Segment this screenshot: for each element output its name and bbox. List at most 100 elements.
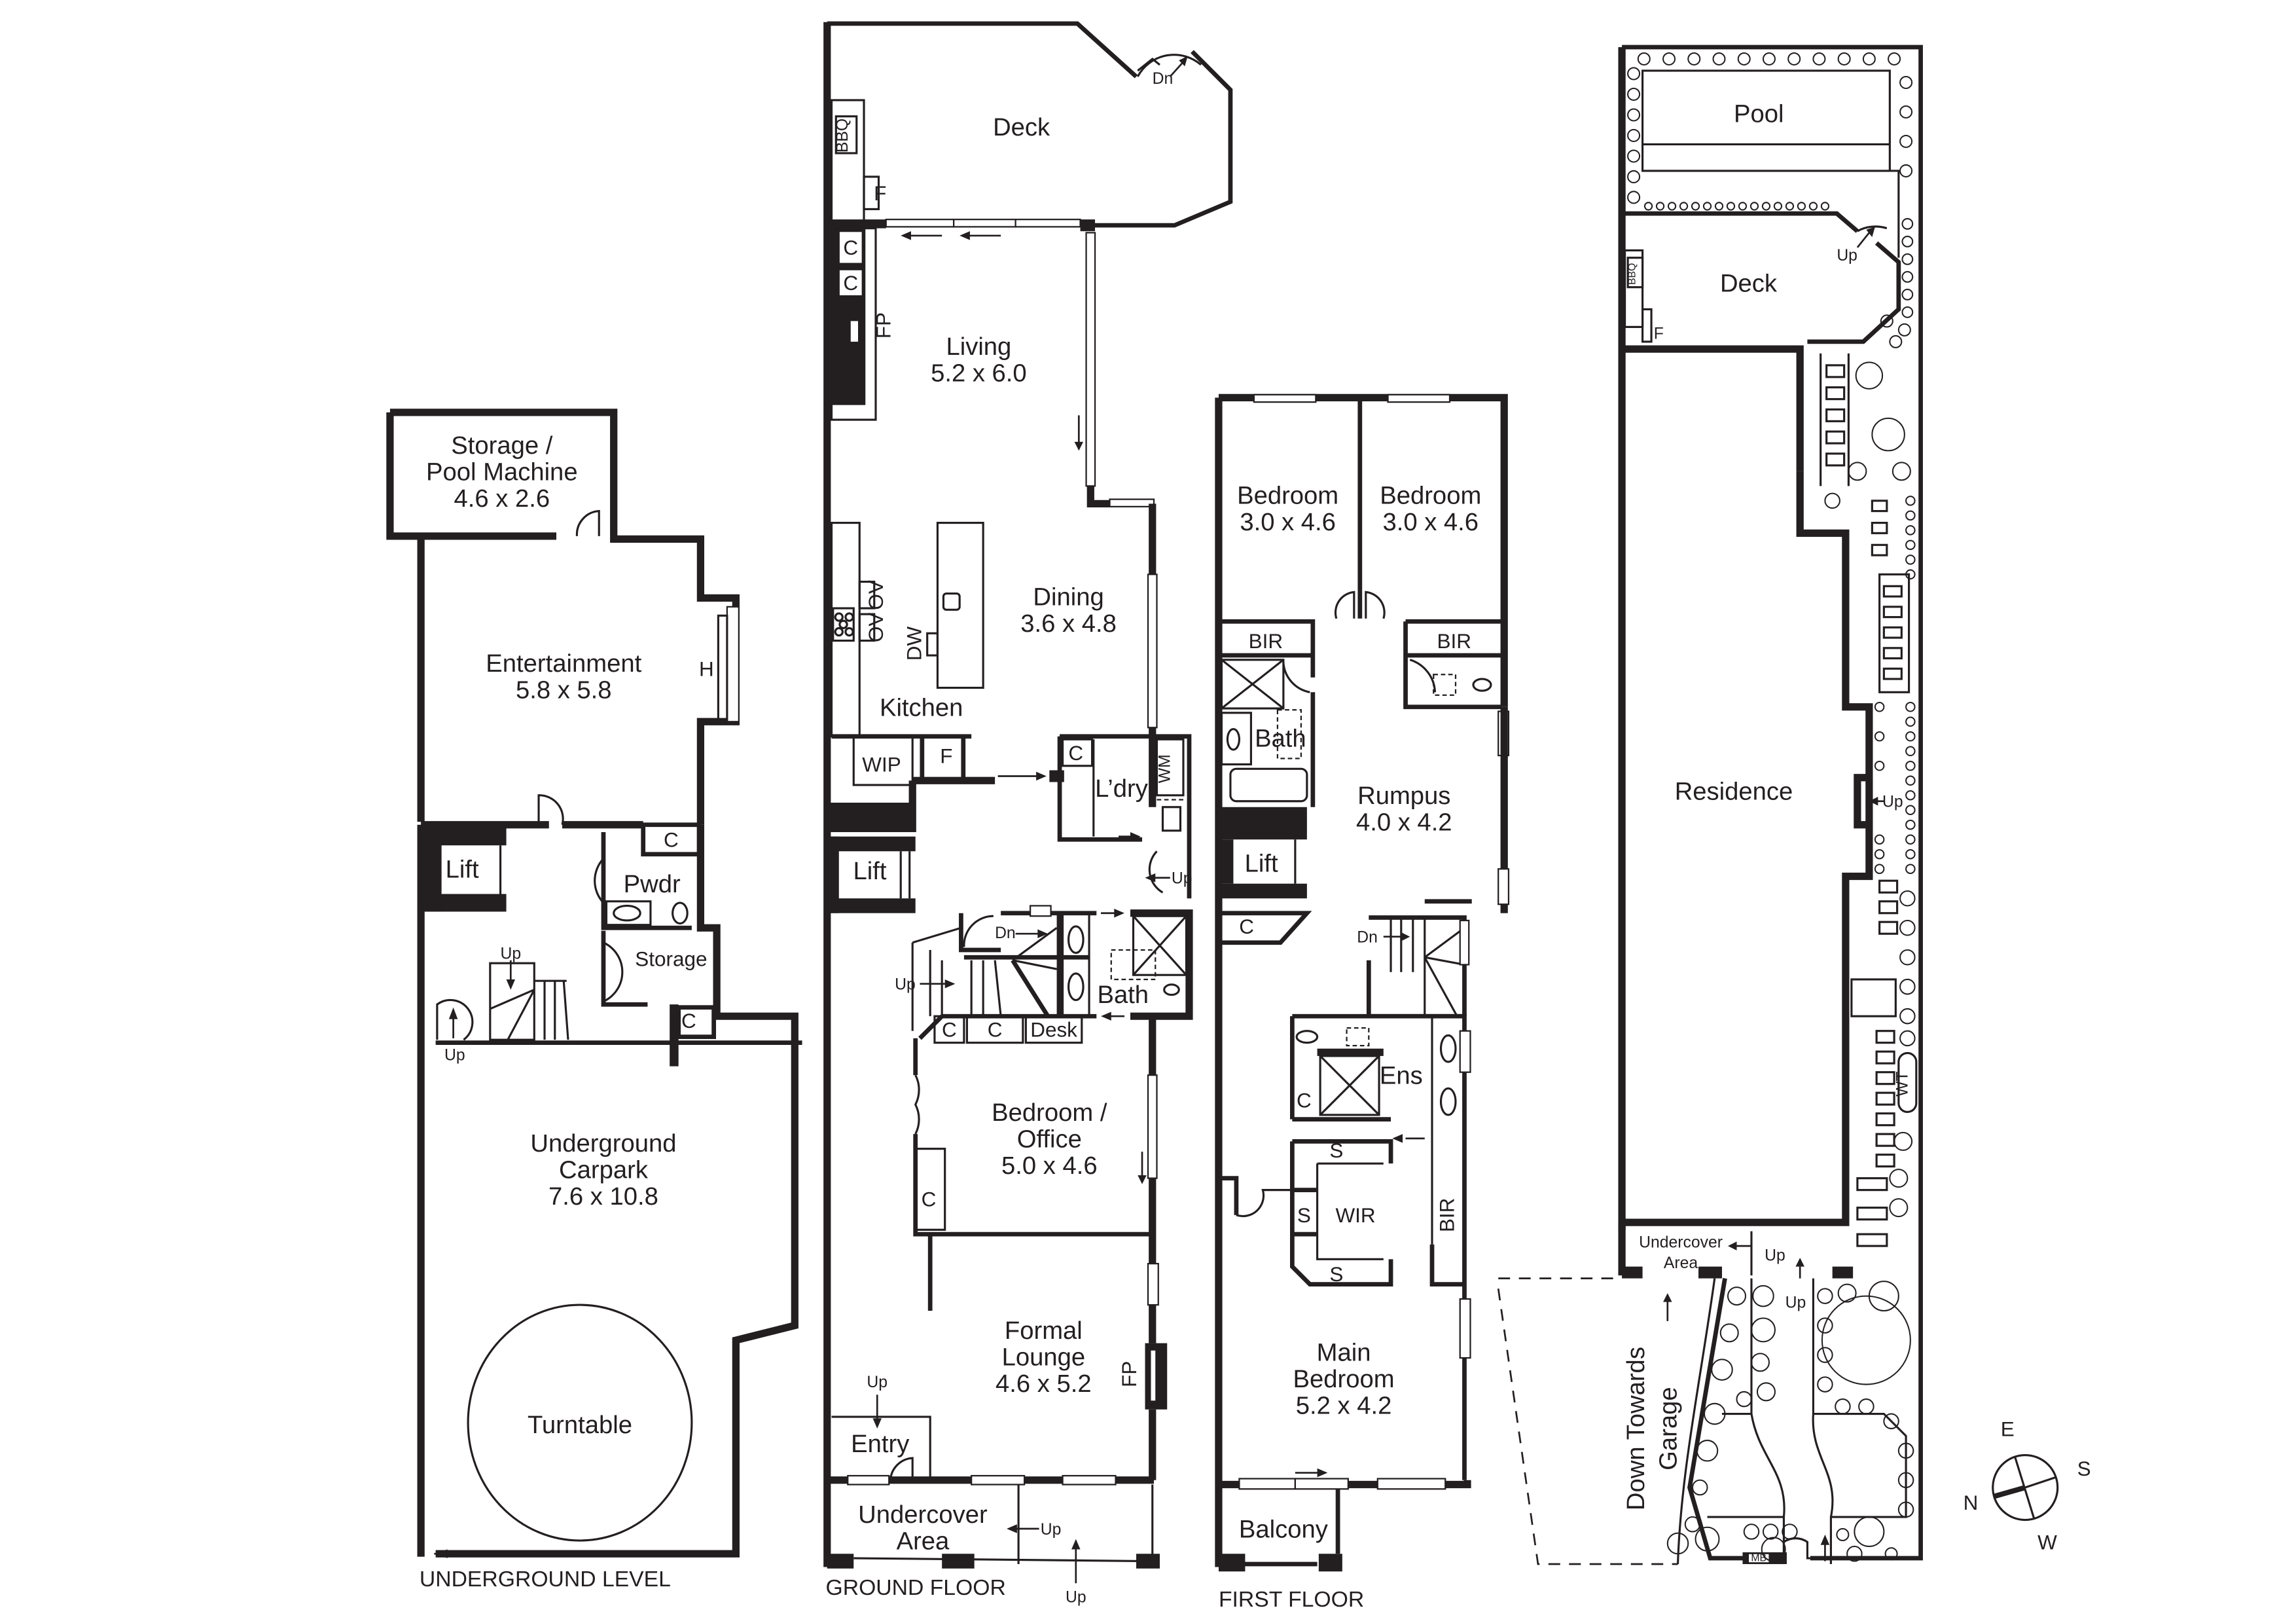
compass-east: E xyxy=(2001,1417,2015,1440)
fridge-label: F xyxy=(940,744,952,767)
room-kitchen: Kitchen xyxy=(880,693,963,721)
room-carpark-line1: Underground xyxy=(530,1129,676,1158)
room-dining: Dining xyxy=(1033,583,1103,611)
stair-down-label: Dn xyxy=(995,924,1016,942)
room-bir-main: BIR xyxy=(1436,1198,1459,1232)
room-carpark-dims: 7.6 x 10.8 xyxy=(548,1182,658,1211)
shelf-label: S xyxy=(1329,1139,1343,1162)
cupboard-label: C xyxy=(942,1019,957,1042)
room-entry: Entry xyxy=(851,1430,910,1458)
level-caption-ground: GROUND FLOOR xyxy=(826,1575,1006,1600)
site-plan-labels: Pool Up Deck BBQ F Residence Up WT Under… xyxy=(1622,100,1912,1564)
oven-label: OV xyxy=(865,613,888,642)
first-floor xyxy=(1215,393,1510,1572)
cupboard-label: C xyxy=(1068,742,1083,765)
room-formal-lounge-line1: Formal xyxy=(1005,1317,1083,1345)
room-entertainment: Entertainment xyxy=(486,649,641,678)
fridge-label: F xyxy=(1654,325,1664,342)
room-lift: Lift xyxy=(446,856,479,884)
room-rumpus: Rumpus xyxy=(1357,782,1450,810)
room-entertainment-dims: 5.8 x 5.8 xyxy=(516,676,612,704)
room-bedroom-1-dims: 3.0 x 4.6 xyxy=(1240,508,1336,536)
room-living-dims: 5.2 x 6.0 xyxy=(931,359,1027,388)
washing-machine-label: WM xyxy=(1157,754,1174,783)
room-ens: Ens xyxy=(1380,1062,1423,1090)
area-undercover-line1: Undercover xyxy=(1639,1233,1723,1251)
room-bath: Bath xyxy=(1097,981,1149,1009)
room-bedroom-2: Bedroom xyxy=(1380,481,1481,509)
stair-up-label: Up xyxy=(867,1374,888,1391)
room-undercover-line1: Undercover xyxy=(858,1501,988,1529)
room-formal-lounge-line2: Lounge xyxy=(1002,1343,1086,1371)
ground-floor-labels: Deck Dn BBQ F C C FP Living 5.2 x 6.0 Di… xyxy=(826,70,1193,1606)
fireplace-label: FP xyxy=(872,312,895,338)
stair-up-label: Up xyxy=(1172,870,1193,888)
fridge-label: F xyxy=(874,182,886,205)
compass-west: W xyxy=(2037,1531,2057,1554)
stair-up-label: Up xyxy=(1041,1521,1062,1539)
stair-down-label: Dn xyxy=(1357,929,1378,947)
level-caption-first: FIRST FLOOR xyxy=(1219,1587,1364,1612)
stair-up-label: Up xyxy=(1785,1294,1806,1312)
room-wir: WIR xyxy=(1335,1204,1375,1227)
compass-icon: E S N W xyxy=(1964,1417,2091,1554)
room-main-bedroom-line1: Main xyxy=(1317,1339,1371,1367)
room-main-bedroom-line2: Bedroom xyxy=(1293,1365,1395,1393)
room-pwdr: Pwdr xyxy=(624,870,681,898)
room-dining-dims: 3.6 x 4.8 xyxy=(1020,610,1117,638)
bbq-label: BBQ xyxy=(834,119,852,153)
cupboard-label: C xyxy=(843,272,858,295)
area-deck: Deck xyxy=(1720,269,1778,297)
cupboard-label: C xyxy=(1297,1089,1312,1112)
room-storage-small: Storage xyxy=(635,948,707,971)
stair-up-label: Up xyxy=(1882,793,1903,811)
mailbox-label: MB xyxy=(1751,1553,1767,1564)
desk-label: Desk xyxy=(1030,1019,1077,1042)
shelf-label: S xyxy=(1297,1204,1311,1227)
room-laundry: L’dry xyxy=(1095,775,1149,803)
driveway-label-line2: Garage xyxy=(1654,1387,1682,1470)
stair-up-label: Up xyxy=(895,976,916,994)
room-bath: Bath xyxy=(1255,725,1306,753)
stair-up-label: Up xyxy=(1837,247,1857,264)
room-bedroom-2-dims: 3.0 x 4.6 xyxy=(1382,508,1479,536)
room-bedroom-office-dims: 5.0 x 4.6 xyxy=(1001,1152,1098,1180)
room-main-bedroom-dims: 5.2 x 4.2 xyxy=(1296,1392,1392,1420)
stair-down-label: Dn xyxy=(1153,70,1174,88)
dishwasher-label: DW xyxy=(903,627,926,661)
room-undercover-line2: Area xyxy=(897,1527,950,1556)
ground-floor xyxy=(823,21,1233,1584)
first-floor-labels: Bedroom 3.0 x 4.6 Bedroom 3.0 x 4.6 BIR … xyxy=(1219,481,1481,1612)
underground-labels: Storage / Pool Machine 4.6 x 2.6 Enterta… xyxy=(420,431,714,1592)
area-pool: Pool xyxy=(1734,100,1784,128)
compass-south: S xyxy=(2077,1457,2091,1480)
room-storage-line1: Storage / xyxy=(451,431,552,460)
room-bir: BIR xyxy=(1249,630,1283,653)
cupboard-label: C xyxy=(1239,915,1254,938)
cupboard-label: C xyxy=(664,828,679,851)
shelf-label: S xyxy=(1329,1263,1343,1286)
cupboard-label: C xyxy=(681,1010,696,1032)
room-rumpus-dims: 4.0 x 4.2 xyxy=(1356,809,1452,837)
stair-up-label: Up xyxy=(500,945,521,962)
room-wip: WIP xyxy=(862,754,901,776)
stair-up-label: Up xyxy=(1765,1247,1785,1265)
oven-label: OV xyxy=(865,580,888,610)
driveway-label-line1: Down Towards xyxy=(1622,1347,1650,1510)
bbq-label: BBQ xyxy=(1626,263,1638,285)
cupboard-label: C xyxy=(988,1019,1003,1042)
cupboard-label: C xyxy=(843,236,858,259)
room-living: Living xyxy=(946,333,1011,361)
compass-north: N xyxy=(1964,1491,1979,1514)
room-bedroom-office-line2: Office xyxy=(1017,1125,1082,1153)
room-bedroom-1: Bedroom xyxy=(1237,481,1338,509)
area-residence: Residence xyxy=(1675,777,1793,805)
room-storage-line2: Pool Machine xyxy=(426,458,578,486)
heater-label: H xyxy=(699,658,714,681)
water-tank-label: WT xyxy=(1893,1071,1911,1096)
turntable-label: Turntable xyxy=(528,1411,632,1439)
room-bedroom-office-line1: Bedroom / xyxy=(992,1099,1107,1127)
level-caption-underground: UNDERGROUND LEVEL xyxy=(420,1567,671,1592)
room-carpark-line2: Carpark xyxy=(559,1156,649,1184)
